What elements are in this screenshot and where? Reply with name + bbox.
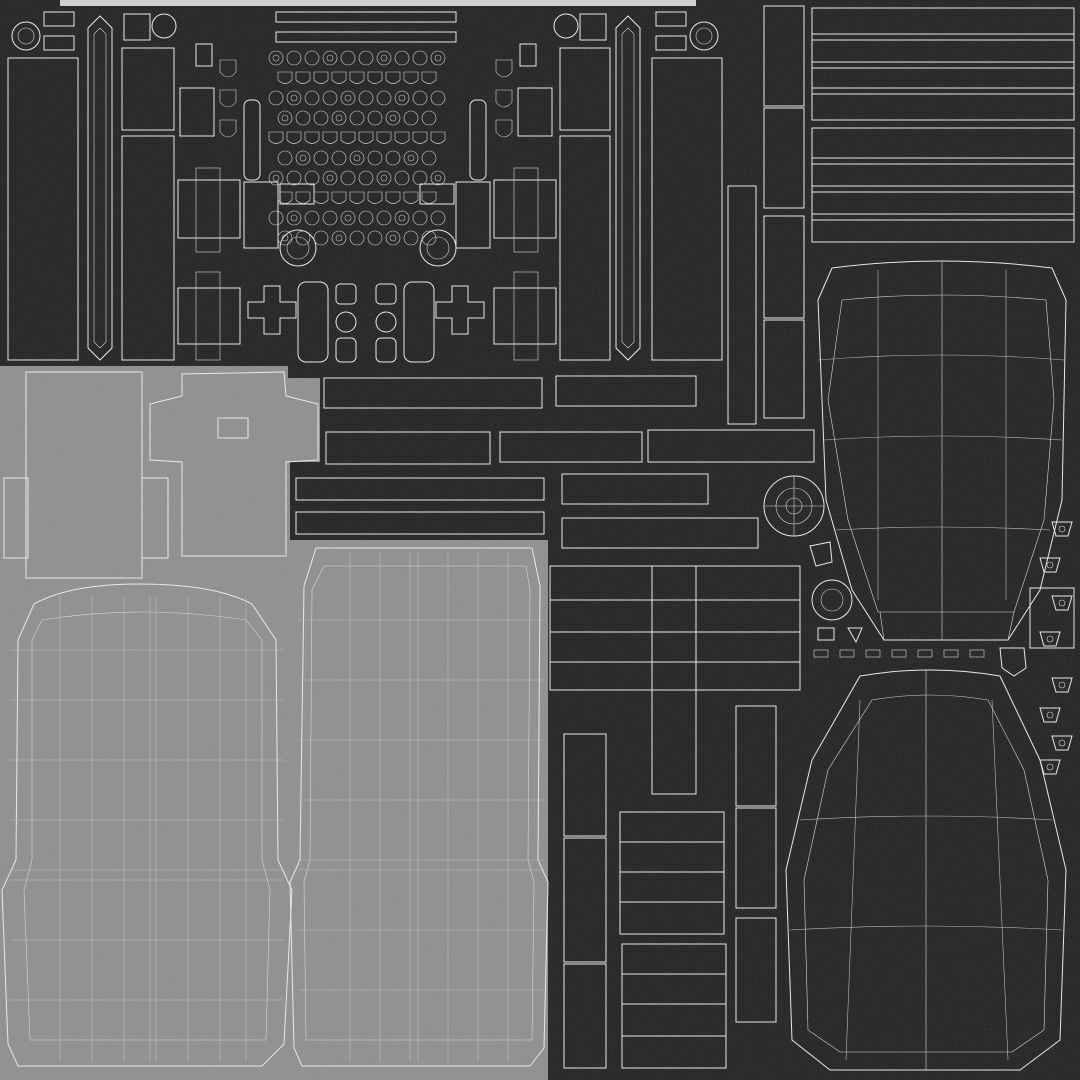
frame-tube-pieces	[295, 375, 815, 549]
clip-column	[999, 521, 1075, 775]
fabric-seat-back-cover	[1, 583, 293, 1067]
top-right-stripe-panels	[727, 5, 1075, 425]
dark-panel-pieces	[549, 565, 801, 1069]
fabric-seat-cushion-cover	[289, 547, 549, 1067]
seat-cushion-cover-seams	[298, 552, 544, 1062]
long-stripe-panel-b	[811, 127, 1075, 243]
long-stripe-panel-a	[811, 7, 1075, 121]
top-left-parts-cluster	[7, 11, 723, 363]
seat-backrest-outline	[817, 260, 1067, 641]
small-parts	[11, 11, 719, 363]
top-edge-strip	[60, 0, 696, 6]
seat-cushion-outline	[785, 669, 1067, 1071]
vertical-strip-panels	[7, 47, 723, 361]
round-button-grid	[219, 50, 513, 246]
fabric-small-panels	[3, 371, 319, 579]
slot-row	[813, 649, 985, 658]
top-rail-bars	[275, 11, 457, 43]
seat-back-cover-seams	[10, 596, 284, 1062]
rail-pieces	[87, 15, 641, 361]
right-side-hardware	[763, 475, 1075, 775]
